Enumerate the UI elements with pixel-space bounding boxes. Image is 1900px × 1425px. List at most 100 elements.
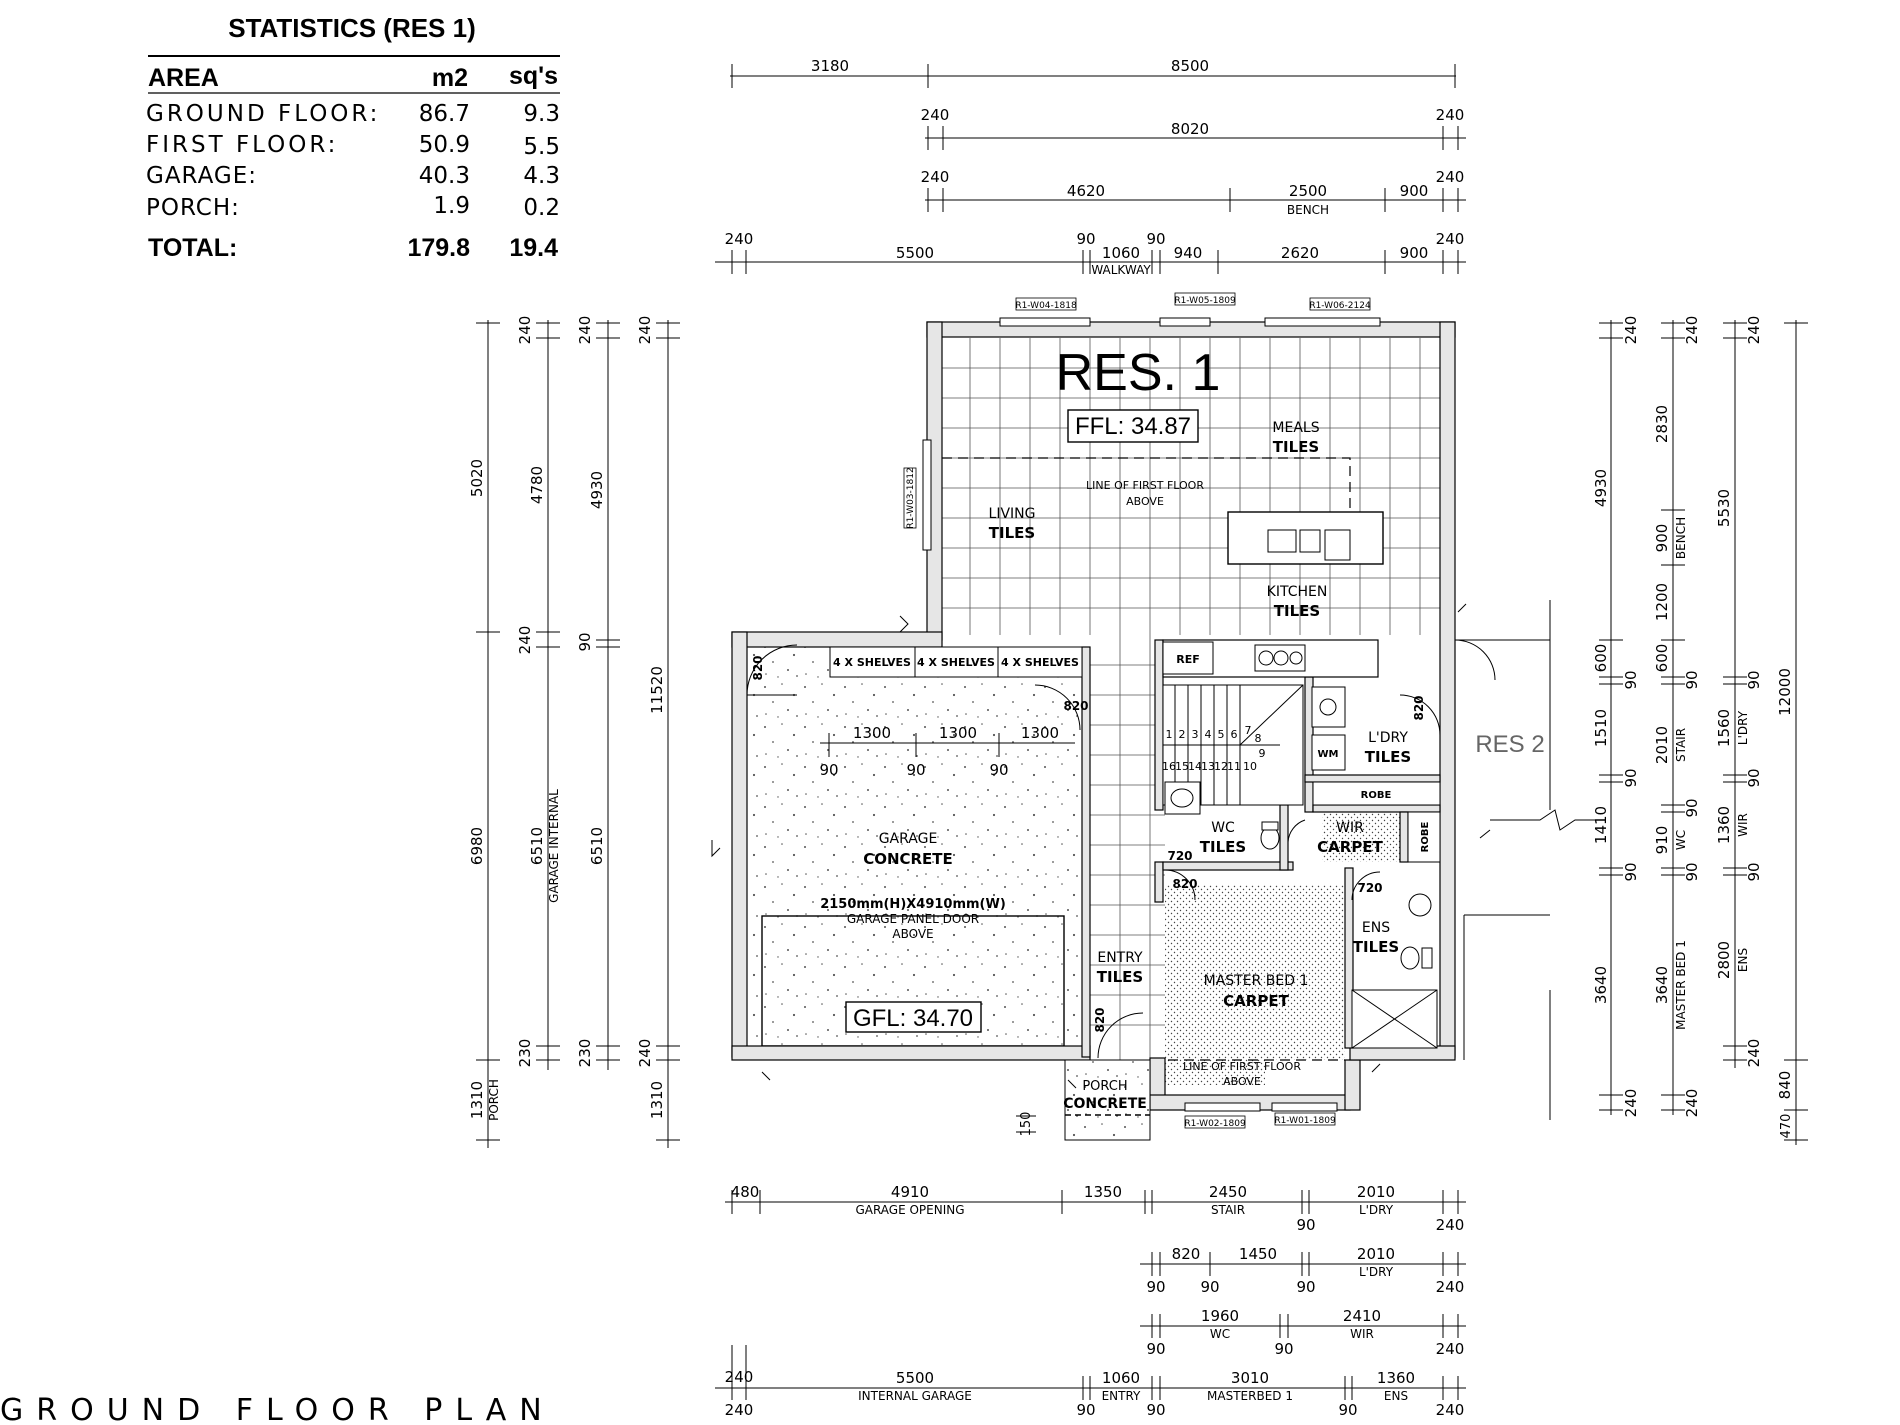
dim: 240 <box>1436 1340 1465 1358</box>
room-finish: CONCRETE <box>863 850 953 868</box>
dim: 900 <box>1400 244 1429 262</box>
dim: 5500 <box>896 1369 934 1387</box>
room-name: GARAGE <box>879 831 938 847</box>
gfl-level: GFL: 34.70 <box>853 1005 973 1032</box>
dim: 4620 <box>1067 182 1105 200</box>
garage-shelves: 4 X SHELVES 4 X SHELVES 4 X SHELVES <box>829 646 1083 678</box>
dim: 90 <box>1200 1278 1219 1296</box>
dim: 240 <box>516 316 534 345</box>
dim: 240 <box>636 316 654 345</box>
dim: 5020 <box>468 459 486 497</box>
section-markers <box>711 603 1491 1089</box>
dim: 240 <box>516 626 534 655</box>
dim: 240 <box>1745 316 1763 345</box>
dim: 2010 <box>1357 1245 1395 1263</box>
stat-m2: 1.9 <box>433 193 470 219</box>
dim: 240 <box>1436 106 1465 124</box>
window-tag: R1-W05-1809 <box>1174 296 1236 306</box>
dim-note: ENS <box>1384 1389 1408 1403</box>
dim: 5500 <box>896 244 934 262</box>
dim-note: GARAGE OPENING <box>855 1203 964 1217</box>
dim: 2800 <box>1715 941 1733 979</box>
dim: 4910 <box>891 1183 929 1201</box>
room-name: PORCH <box>1082 1079 1127 1094</box>
dim: 240 <box>1683 316 1701 345</box>
windows: R1-W04-1818 R1-W05-1809 R1-W06-2124 R1-W… <box>903 292 1381 1129</box>
dim: 240 <box>1436 1401 1465 1419</box>
dim: 1300 <box>1021 724 1059 742</box>
door-sizes: 820 820 820 720 720 820 820 <box>751 655 1426 1032</box>
note-above: ABOVE <box>1126 495 1164 508</box>
dim: 2450 <box>1209 1183 1247 1201</box>
total-label: TOTAL: <box>148 234 237 262</box>
dim: 90 <box>819 761 838 779</box>
dim: 2010 <box>1357 1183 1395 1201</box>
stair-step-number: 7 <box>1245 724 1252 737</box>
fridge-label: REF <box>1176 653 1200 666</box>
note-line-first-floor: LINE OF FIRST FLOOR <box>1086 479 1204 492</box>
floor-plan: R1-W04-1818 R1-W05-1809 R1-W06-2124 R1-W… <box>711 292 1600 1141</box>
room-finish: TILES <box>989 524 1035 542</box>
dim: 240 <box>1683 1089 1701 1118</box>
door-size: 720 <box>1357 881 1382 895</box>
stat-label: PORCH: <box>146 195 240 221</box>
robe-label: ROBE <box>1420 822 1431 853</box>
dim: 1310 <box>468 1081 486 1119</box>
col-m2: m2 <box>432 64 468 92</box>
room-name: MEALS <box>1272 420 1319 436</box>
dim: 240 <box>1436 1216 1465 1234</box>
dim: 90 <box>1745 862 1763 881</box>
dim: 3640 <box>1592 966 1610 1004</box>
room-name: ENS <box>1362 920 1390 936</box>
stair-step-number: 10 <box>1243 760 1257 773</box>
stair-step-number: 2 <box>1179 728 1186 741</box>
garage-dims: 1300 1300 1300 90 90 90 <box>819 724 1075 779</box>
dim: 4930 <box>588 471 606 509</box>
dim: 90 <box>1745 670 1763 689</box>
statistics-table: STATISTICS (RES 1) AREA m2 sq's GROUND F… <box>146 13 560 262</box>
door-size: 720 <box>1167 849 1192 863</box>
dim: 820 <box>1172 1245 1201 1263</box>
window-tag: R1-W04-1818 <box>1015 301 1077 311</box>
dim: 240 <box>725 1401 754 1419</box>
shelf-label: 4 X SHELVES <box>917 656 995 669</box>
dim: 90 <box>1274 1340 1293 1358</box>
room-finish: CARPET <box>1223 992 1289 1010</box>
dim-note: L'DRY <box>1359 1203 1394 1217</box>
doors <box>746 639 1496 1059</box>
dim: 6980 <box>468 827 486 865</box>
dim: 90 <box>1296 1216 1315 1234</box>
dim: 1360 <box>1715 806 1733 844</box>
stat-sqs: 4.3 <box>523 163 560 189</box>
room-name: LIVING <box>989 506 1036 522</box>
dim-note: ENTRY <box>1102 1389 1141 1403</box>
stat-label: GARAGE: <box>146 163 257 189</box>
dim: 900 <box>1653 524 1671 553</box>
dim-note: BENCH <box>1674 517 1688 559</box>
room-finish: TILES <box>1274 602 1320 620</box>
dim-note: WALKWAY <box>1091 263 1151 277</box>
dim-note: L'DRY <box>1359 1265 1394 1279</box>
dim: 90 <box>906 761 925 779</box>
dim-note: ENS <box>1736 948 1750 972</box>
dim: 90 <box>1683 798 1701 817</box>
dim: 240 <box>725 230 754 248</box>
robe-label: ROBE <box>1361 790 1392 801</box>
washing-machine-label: WM <box>1318 749 1339 760</box>
room-name: ENTRY <box>1097 950 1143 966</box>
dim: 90 <box>989 761 1008 779</box>
dim: 8500 <box>1171 57 1209 75</box>
dim: 240 <box>576 316 594 345</box>
dim: 90 <box>1146 1278 1165 1296</box>
door-size: 820 <box>751 655 765 680</box>
dim: 940 <box>1174 244 1203 262</box>
garage-door-note: 2150mm(H)X4910mm(W) <box>820 897 1006 912</box>
stair-step-number: 13 <box>1201 760 1215 773</box>
dim: 90 <box>1622 670 1640 689</box>
dim-note: PORCH <box>487 1079 501 1121</box>
dim: 1300 <box>939 724 977 742</box>
dim: 11520 <box>648 666 666 714</box>
dim: 240 <box>1436 1278 1465 1296</box>
res2-label: RES 2 <box>1475 731 1544 758</box>
